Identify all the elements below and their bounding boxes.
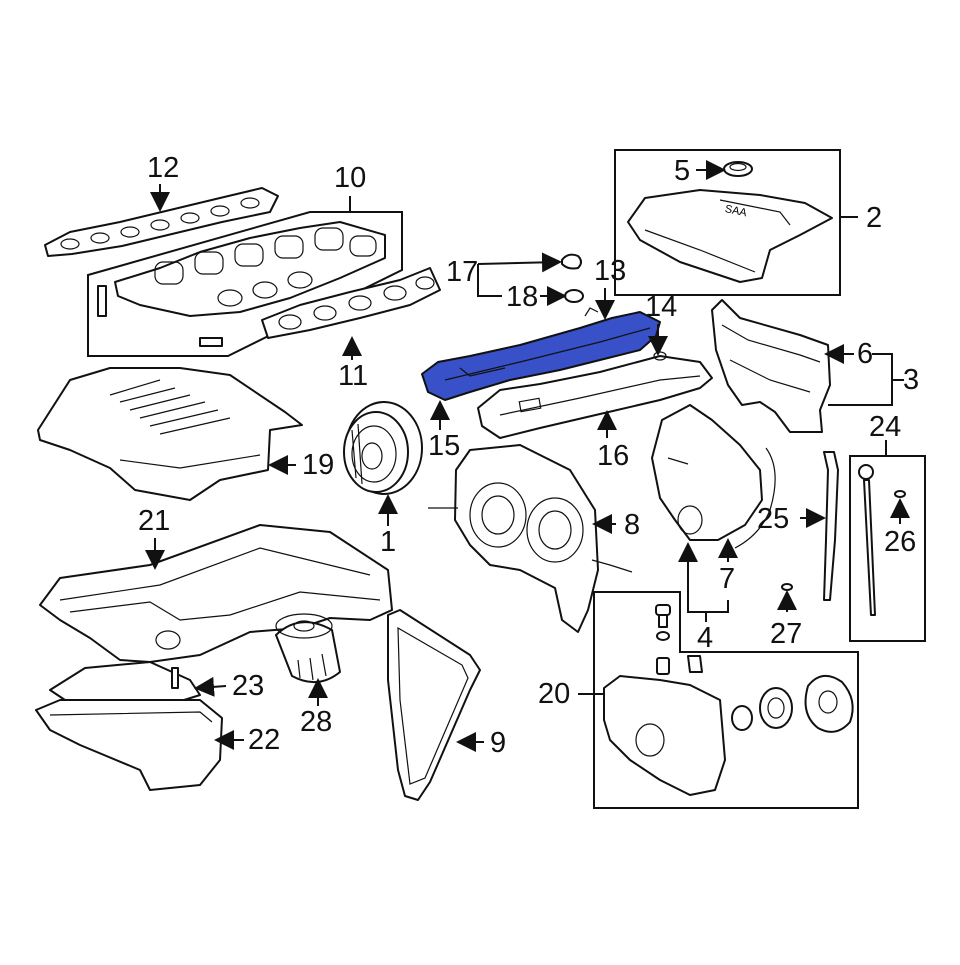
part-20-oil-pump <box>603 655 854 796</box>
callout-1: 1 <box>380 526 397 558</box>
part-12-gasket <box>44 187 279 257</box>
part-8-timing-cover <box>428 444 633 633</box>
callout-24: 24 <box>869 411 902 443</box>
callout-3: 3 <box>903 364 920 396</box>
leader-lines <box>145 160 910 752</box>
callout-7: 7 <box>719 563 736 595</box>
callout-16: 16 <box>597 440 630 472</box>
callout-23: 23 <box>232 670 265 702</box>
callout-12: 12 <box>147 152 180 184</box>
svg-text:SAA: SAA <box>724 203 749 219</box>
callout-20: 20 <box>538 678 571 710</box>
callout-10: 10 <box>334 162 367 194</box>
callout-2: 2 <box>866 202 883 234</box>
part-28-oil-filter <box>275 613 341 683</box>
group-box-24 <box>849 455 926 642</box>
callout-22: 22 <box>248 724 281 756</box>
callout-28: 28 <box>300 706 333 738</box>
part-7-timing-cover-gasket <box>651 404 776 549</box>
part-11-gasket <box>261 267 441 339</box>
callout-15: 15 <box>428 430 461 462</box>
part-22-lower-oil-pan <box>35 699 223 791</box>
callout-4: 4 <box>697 622 714 654</box>
callout-21: 21 <box>138 505 171 537</box>
part-10-intake-manifold <box>97 221 386 347</box>
callout-18: 18 <box>506 281 539 313</box>
part-17-grommet <box>561 253 582 270</box>
group-box-10 <box>87 211 403 357</box>
part-26-o-ring <box>894 490 906 498</box>
part-1-crankshaft-pulley <box>343 401 423 495</box>
callout-5: 5 <box>674 155 691 187</box>
callout-14: 14 <box>645 291 678 323</box>
callout-8: 8 <box>624 509 641 541</box>
callout-27: 27 <box>770 618 803 650</box>
callout-13: 13 <box>594 255 627 287</box>
callout-25: 25 <box>757 503 790 535</box>
callout-6: 6 <box>857 338 874 370</box>
part-9-timing-belt <box>387 609 481 801</box>
part-27-o-ring <box>781 583 793 591</box>
callout-17: 17 <box>446 256 479 288</box>
group-box-2 <box>614 149 841 296</box>
part-18-grommet <box>564 289 584 303</box>
part-5-seal <box>723 161 753 177</box>
part-19-engine-cover <box>37 367 303 501</box>
part-2-engine-cover: SAA <box>627 189 833 283</box>
callout-11: 11 <box>338 360 369 392</box>
group-box-20 <box>593 591 859 809</box>
callout-19: 19 <box>302 449 335 481</box>
callout-9: 9 <box>490 727 507 759</box>
part-20-bolts <box>655 604 671 675</box>
callout-26: 26 <box>884 526 917 558</box>
part-25-dipstick-tube <box>823 451 839 601</box>
part-16-valve-cover <box>477 351 713 439</box>
part-21-upper-oil-pan <box>39 524 393 663</box>
part-6-timing-belt-cover <box>711 299 831 433</box>
part-24-dipstick <box>858 464 876 616</box>
